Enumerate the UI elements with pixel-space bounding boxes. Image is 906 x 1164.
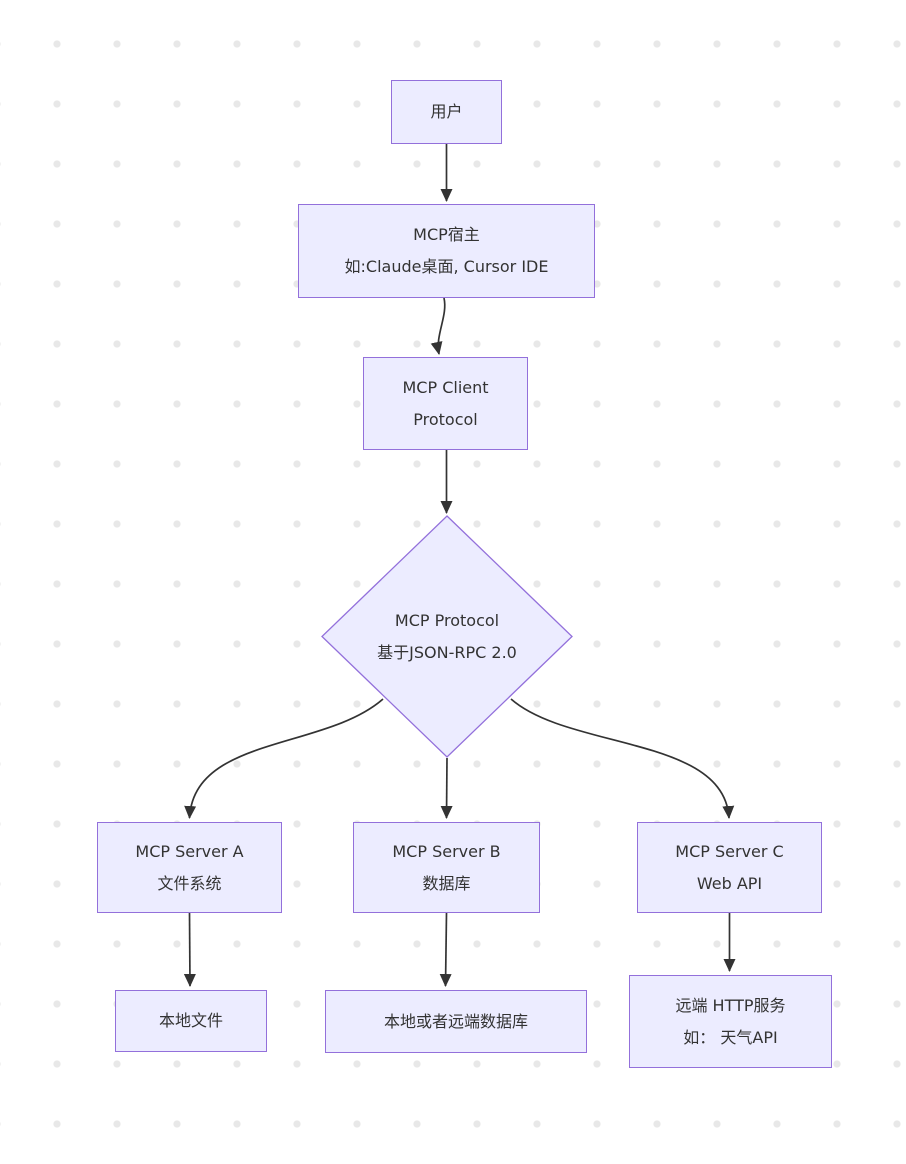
node-server-c-label-line2: Web API bbox=[696, 873, 763, 893]
node-host-label-line1: MCP宿主 bbox=[413, 225, 480, 244]
node-server-a-label-line2: 文件系统 bbox=[157, 873, 222, 893]
edge-protocol-server-b bbox=[440, 757, 453, 819]
edge-protocol-server-c bbox=[510, 698, 735, 819]
node-server-a: MCP Server A 文件系统 bbox=[97, 822, 282, 913]
node-remote-http: 远端 HTTP服务 如： 天气API bbox=[629, 975, 832, 1068]
node-remote-http-label-line2: 如： 天气API bbox=[683, 1027, 778, 1047]
node-protocol-label-line2: 基于JSON-RPC 2.0 bbox=[377, 642, 517, 662]
edge-host-client bbox=[430, 297, 446, 355]
node-server-a-label-line1: MCP Server A bbox=[135, 841, 244, 861]
node-server-b-label-line2: 数据库 bbox=[422, 873, 471, 893]
node-client-label-line2: Protocol bbox=[413, 409, 478, 429]
edge-server-a-local-files bbox=[183, 912, 196, 987]
node-server-c-label-line1: MCP Server C bbox=[675, 841, 784, 861]
node-host-label-line2: 如:Claude桌面, Cursor IDE bbox=[344, 257, 549, 276]
node-protocol-label-line1: MCP Protocol bbox=[394, 610, 500, 630]
node-local-files: 本地文件 bbox=[115, 990, 267, 1052]
edge-protocol-server-a bbox=[184, 698, 384, 819]
node-user: 用户 bbox=[391, 80, 502, 144]
node-client: MCP Client Protocol bbox=[363, 357, 528, 450]
node-protocol-label: MCP Protocol 基于JSON-RPC 2.0 bbox=[327, 596, 567, 677]
node-database: 本地或者远端数据库 bbox=[325, 990, 587, 1053]
node-user-label: 用户 bbox=[430, 102, 463, 121]
node-local-files-label: 本地文件 bbox=[158, 1011, 223, 1030]
node-host: MCP宿主 如:Claude桌面, Cursor IDE bbox=[298, 204, 595, 298]
node-server-c: MCP Server C Web API bbox=[637, 822, 822, 913]
node-server-b: MCP Server B 数据库 bbox=[353, 822, 540, 913]
edge-server-b-database bbox=[439, 912, 452, 987]
node-database-label: 本地或者远端数据库 bbox=[383, 1011, 528, 1031]
node-server-b-label-line1: MCP Server B bbox=[392, 841, 501, 861]
node-client-label-line1: MCP Client bbox=[402, 377, 489, 397]
node-protocol-diamond bbox=[321, 515, 573, 758]
node-remote-http-label-line1: 远端 HTTP服务 bbox=[675, 995, 786, 1015]
